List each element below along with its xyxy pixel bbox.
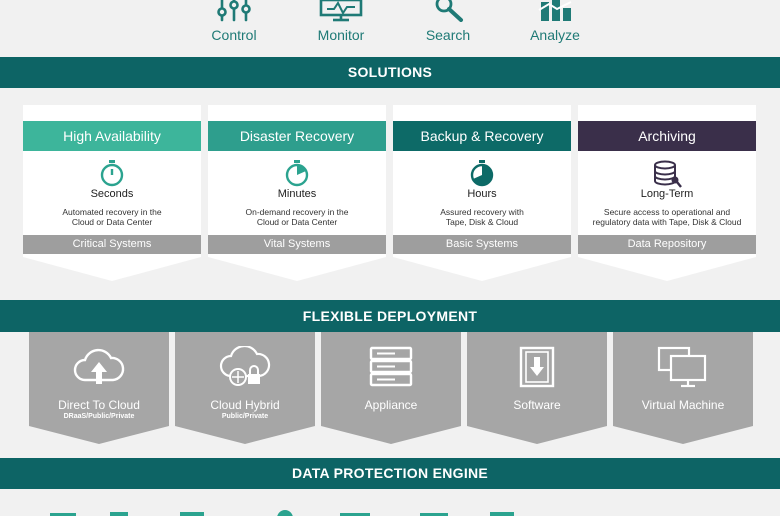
card-description-line: regulatory data with Tape, Disk & Cloud (592, 217, 742, 227)
card-description-line: Cloud or Data Center (256, 217, 338, 227)
card-term: Minutes (277, 188, 317, 200)
analyze-item: Analyze (510, 0, 600, 43)
card-header: Backup & Recovery (393, 121, 571, 151)
software-box-icon (519, 346, 555, 388)
cloud-lock-icon (219, 346, 271, 386)
stopwatch-icon (100, 160, 124, 187)
stopwatch-icon (470, 160, 494, 187)
solution-card-archiving: Archiving Long-Term Secure access to ope… (578, 105, 756, 281)
card-description: Automated recovery in the Cloud or Data … (33, 207, 191, 227)
deployment-tile-software: Software (467, 332, 607, 444)
cloud-upload-icon (73, 348, 125, 384)
card-header: Archiving (578, 121, 756, 151)
stopwatch-icon (285, 160, 309, 187)
bar-chart-icon (538, 0, 572, 21)
card-description-line: Secure access to operational and (603, 207, 731, 217)
sliders-icon (217, 0, 251, 22)
tile-label: Direct To Cloud (58, 398, 140, 412)
tile-label: Appliance (364, 398, 418, 412)
database-key-icon (654, 160, 682, 188)
analyze-label: Analyze (530, 27, 580, 43)
engine-icons-partial (50, 510, 514, 516)
solution-card-backup-recovery: Backup & Recovery Hours Assured recovery… (393, 105, 571, 281)
tile-sublabel: Public/Private (221, 413, 269, 420)
tile-label: Virtual Machine (641, 398, 725, 412)
solution-card-disaster-recovery: Disaster Recovery Minutes On-demand reco… (208, 105, 386, 281)
deployment-tile-direct-to-cloud: Direct To Cloud DRaaS/Public/Private (29, 332, 169, 444)
monitor-icon (319, 0, 363, 22)
card-description-line: On-demand recovery in the (245, 207, 349, 217)
top-feature-row: Control Monitor Search Analyze (0, 0, 780, 56)
solutions-band: SOLUTIONS (0, 57, 780, 88)
card-description: On-demand recovery in the Cloud or Data … (218, 207, 376, 227)
card-term: Seconds (90, 188, 134, 200)
tile-label: Software (513, 398, 561, 412)
control-label: Control (211, 27, 257, 43)
search-label: Search (425, 27, 471, 43)
card-footer: Critical Systems (23, 235, 201, 254)
magnifier-icon (435, 0, 463, 22)
deployment-tile-virtual-machine: Virtual Machine (613, 332, 753, 444)
card-footer: Vital Systems (208, 235, 386, 254)
tile-label: Cloud Hybrid (210, 398, 280, 412)
card-description-line: Automated recovery in the (62, 207, 162, 217)
card-description-line: Tape, Disk & Cloud (445, 217, 519, 227)
card-header: High Availability (23, 121, 201, 151)
tile-sublabel: DRaaS/Public/Private (63, 413, 135, 420)
deployment-tile-appliance: Appliance (321, 332, 461, 444)
card-description: Assured recovery with Tape, Disk & Cloud (403, 207, 561, 227)
card-footer: Basic Systems (393, 235, 571, 254)
deployment-tile-cloud-hybrid: Cloud Hybrid Public/Private (175, 332, 315, 444)
card-term: Hours (467, 188, 497, 200)
card-term: Long-Term (640, 188, 694, 200)
solution-card-high-availability: High Availability Seconds Automated reco… (23, 105, 201, 281)
card-description: Secure access to operational and regulat… (588, 207, 746, 227)
card-footer: Data Repository (578, 235, 756, 254)
monitor-label: Monitor (317, 27, 365, 43)
monitor-item: Monitor (296, 0, 386, 43)
server-stack-icon (369, 346, 413, 387)
card-description-line: Cloud or Data Center (71, 217, 153, 227)
deployment-band: FLEXIBLE DEPLOYMENT (0, 300, 780, 332)
search-item: Search (403, 0, 493, 43)
virtual-machine-icon (657, 346, 707, 388)
card-header: Disaster Recovery (208, 121, 386, 151)
card-description-line: Assured recovery with (440, 207, 524, 217)
control-item: Control (189, 0, 279, 43)
engine-band: DATA PROTECTION ENGINE (0, 458, 780, 489)
